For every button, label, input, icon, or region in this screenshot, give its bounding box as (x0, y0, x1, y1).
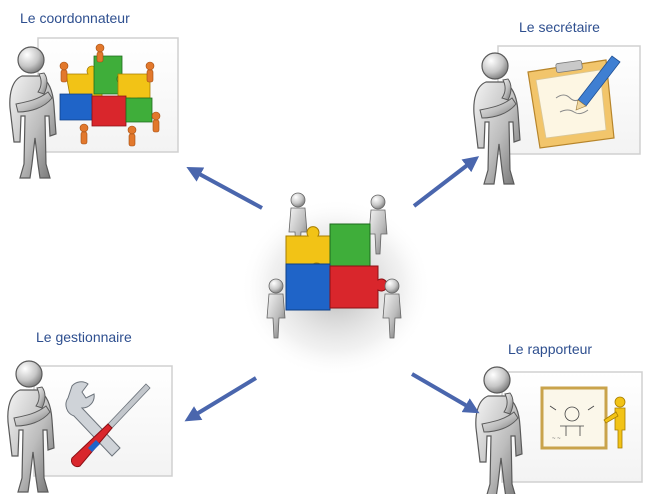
coordinator-role (9, 37, 179, 179)
arrows (184, 156, 480, 422)
arrow-to-coordinator (186, 166, 263, 210)
reporter-role: ~ ~ (475, 366, 643, 494)
reporter-label: Le rapporteur (508, 341, 593, 357)
puzzle-team-icon (59, 43, 161, 147)
presentation-board-icon: ~ ~ (540, 386, 626, 450)
coordinator-frame (37, 37, 179, 153)
coordinator-label: Le coordonnateur (20, 10, 130, 26)
manager-frame (33, 365, 173, 477)
secretary-role (473, 45, 641, 185)
arrow-to-secretary (412, 156, 480, 208)
secretary-label: Le secrétaire (519, 19, 600, 35)
clipboard-pen-icon (527, 55, 621, 149)
arrow-to-reporter (410, 372, 480, 414)
svg-text:~ ~: ~ ~ (552, 436, 561, 442)
manager-label: Le gestionnaire (36, 329, 132, 345)
center-puzzle (285, 223, 388, 311)
team-holding-puzzle-icon (240, 192, 432, 378)
wrench-screwdriver-icon (65, 381, 151, 468)
arrow-to-manager (184, 376, 258, 422)
manager-role (7, 360, 173, 493)
